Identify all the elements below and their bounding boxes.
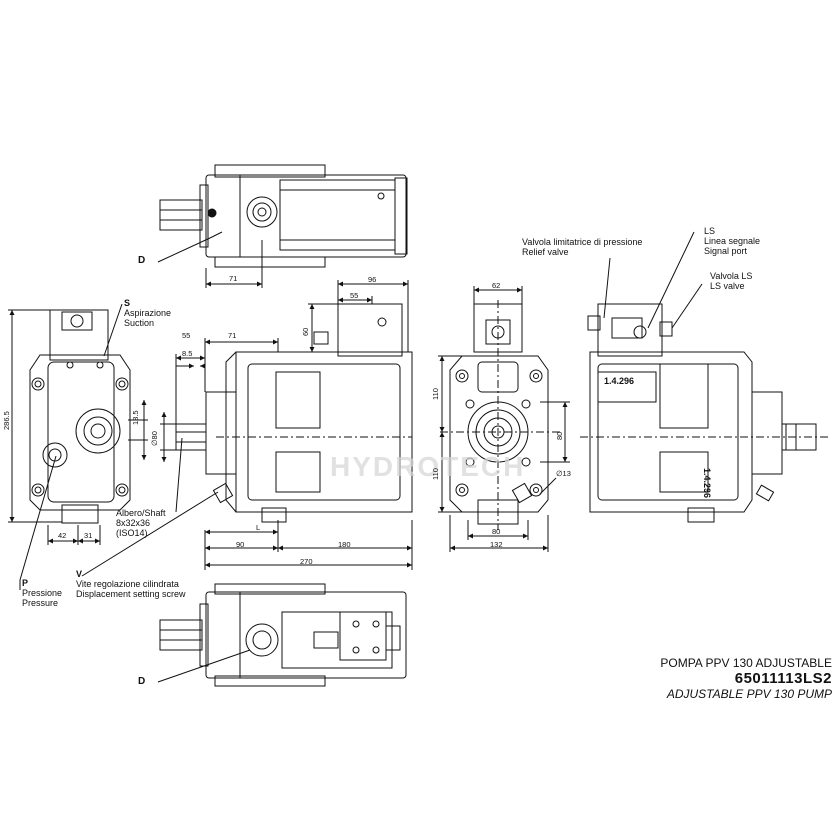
port-s-it: Aspirazione <box>124 308 172 318</box>
plate-text-1: 1.4.296 <box>604 376 635 386</box>
shaft-std: (ISO14) <box>116 528 148 538</box>
plate-text-2: 1.4.296 <box>702 468 712 499</box>
port-ls-en: Signal port <box>704 246 748 256</box>
port-v-letter: V <box>76 569 83 579</box>
dim-96: 96 <box>368 275 377 284</box>
port-p-letter: P <box>22 578 29 588</box>
dim-55: 55 <box>182 331 191 340</box>
port-v-it: Vite regolazione cilindrata <box>76 579 179 589</box>
port-v-en: Displacement setting screw <box>76 589 186 599</box>
dim-13: ∅13 <box>556 469 571 478</box>
watermark-text: HYDROTECH <box>330 451 525 482</box>
port-p-en: Pressure <box>22 598 59 608</box>
title-code: 65011113LS2 <box>734 670 832 687</box>
dim-80-bot: 80 <box>492 527 501 536</box>
port-v-label: V Vite regolazione cilindrata Displaceme… <box>76 569 186 599</box>
ls-valve-en: LS valve <box>710 281 745 291</box>
dim-8-5: 8.5 <box>182 349 193 358</box>
dim-31: 31 <box>84 531 93 540</box>
shaft-title: Albero/Shaft <box>116 508 166 518</box>
dim-55-top: 55 <box>350 291 359 300</box>
dim-286-5: 286.5 <box>2 411 11 430</box>
title-block: POMPA PPV 130 ADJUSTABLE 65011113LS2 ADJ… <box>660 656 832 701</box>
relief-valve-label: Valvola limitatrice di pressione Relief … <box>522 237 642 257</box>
title-line2: ADJUSTABLE PPV 130 PUMP <box>666 687 832 701</box>
port-s-letter: S <box>124 298 131 308</box>
shaft-label: Albero/Shaft 8x32x36 (ISO14) <box>116 508 166 538</box>
front-view <box>175 303 413 523</box>
ls-valve-label: Valvola LS LS valve <box>710 271 752 291</box>
rear-view <box>580 303 830 523</box>
port-ls-letter: LS <box>704 226 716 236</box>
dim-180: 180 <box>338 540 351 549</box>
dim-60: 60 <box>301 327 310 336</box>
port-s-label: S Aspirazione Suction <box>124 298 171 328</box>
dim-132: 132 <box>490 540 503 549</box>
dim-270: 270 <box>300 557 313 566</box>
port-ls-label: LS Linea segnale Signal port <box>704 226 760 256</box>
dim-71: 71 <box>228 331 237 340</box>
dim-80-side: 80 <box>555 431 564 440</box>
dim-62: 62 <box>492 281 501 290</box>
port-d-bottom-label: D <box>138 676 146 687</box>
dim-42: 42 <box>58 531 67 540</box>
side-end-view <box>440 300 560 530</box>
left-end-view <box>29 309 131 524</box>
dim-110-bot: 110 <box>431 468 440 480</box>
title-line1: POMPA PPV 130 ADJUSTABLE <box>660 656 832 670</box>
port-d-top-label: D <box>138 255 146 266</box>
relief-it: Valvola limitatrice di pressione <box>522 237 643 247</box>
dim-110-top: 110 <box>431 388 440 400</box>
dim-71-top: 71 <box>229 274 238 283</box>
dim-18-5: 18.5 <box>131 410 140 425</box>
port-p-label: P Pressione Pressure <box>22 578 62 608</box>
port-p-it: Pressione <box>22 588 63 598</box>
dim-90: 90 <box>236 540 245 549</box>
dim-80-dia: ∅80 <box>150 431 159 446</box>
bottom-view <box>159 583 407 687</box>
shaft-spec: 8x32x36 <box>116 518 151 528</box>
port-s-en: Suction <box>124 318 155 328</box>
dim-l: L <box>256 523 261 532</box>
relief-en: Relief valve <box>522 247 569 257</box>
ls-valve-it: Valvola LS <box>710 271 753 281</box>
top-view <box>159 164 408 268</box>
port-ls-it: Linea segnale <box>704 236 761 246</box>
